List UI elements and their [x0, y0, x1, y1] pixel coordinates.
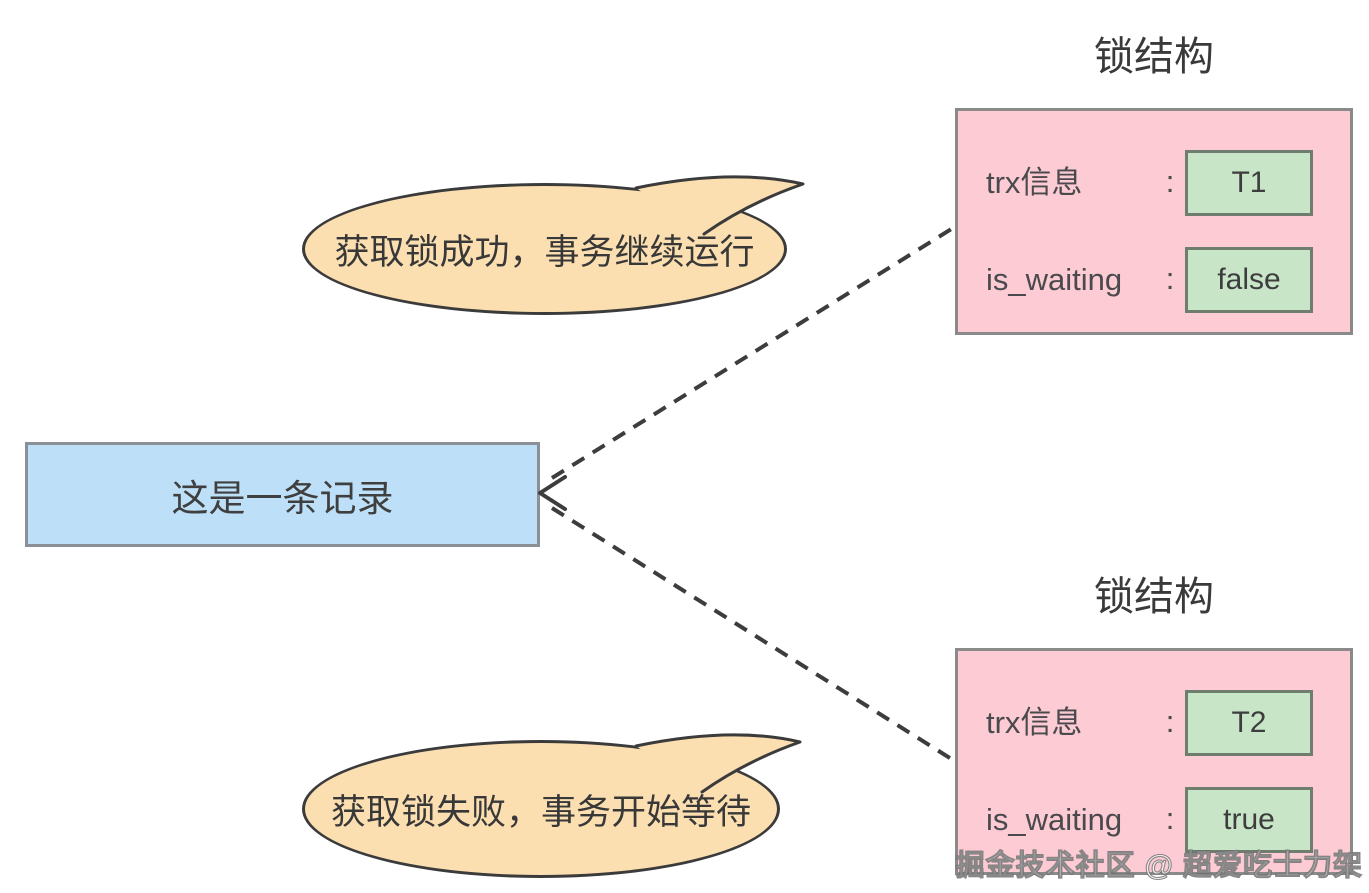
arrowhead-icon — [538, 475, 567, 511]
is-waiting-value-box: false — [1185, 247, 1313, 313]
lock-structure-bottom-box: trx信息 : T2 is_waiting : true — [955, 648, 1353, 875]
bubble-fail-text: 获取锁失败，事务开始等待 — [330, 792, 751, 832]
record-box: 这是一条记录 — [25, 442, 540, 547]
is-waiting-label: is_waiting — [986, 262, 1123, 297]
watermark-text: 掘金技术社区 @ 超爱吃士力架 — [955, 850, 1363, 883]
bubble-lock-success: 获取锁成功，事务继续运行 — [302, 183, 787, 315]
dashed-connector-bottom — [550, 506, 955, 762]
lock-structure-top-box: trx信息 : T1 is_waiting : false — [955, 108, 1353, 335]
trx-info-row: trx信息 : T1 — [958, 150, 1350, 216]
trx-info-label: trx信息 — [986, 705, 1083, 740]
trx-info-row: trx信息 : T2 — [958, 690, 1350, 756]
bubble-lock-fail: 获取锁失败，事务开始等待 — [302, 740, 780, 878]
lock-structure-bottom: 锁结构 trx信息 : T2 is_waiting : true — [955, 570, 1353, 875]
colon-separator: : — [1165, 164, 1175, 199]
is-waiting-label: is_waiting — [986, 802, 1123, 837]
is-waiting-row: is_waiting : false — [958, 247, 1350, 313]
record-label: 这是一条记录 — [171, 477, 394, 519]
is-waiting-row: is_waiting : true — [958, 787, 1350, 853]
lock-structure-bottom-title: 锁结构 — [1094, 575, 1214, 619]
colon-separator: : — [1165, 801, 1175, 836]
trx-info-value-box: T2 — [1185, 690, 1313, 756]
trx-info-label: trx信息 — [986, 165, 1083, 200]
is-waiting-value-box: true — [1185, 787, 1313, 853]
lock-structure-top-title: 锁结构 — [1094, 35, 1214, 79]
lock-structure-top: 锁结构 trx信息 : T1 is_waiting : false — [955, 30, 1353, 335]
colon-separator: : — [1165, 704, 1175, 739]
bubble-success-text: 获取锁成功，事务继续运行 — [334, 232, 755, 272]
trx-info-value-box: T1 — [1185, 150, 1313, 216]
colon-separator: : — [1165, 261, 1175, 296]
